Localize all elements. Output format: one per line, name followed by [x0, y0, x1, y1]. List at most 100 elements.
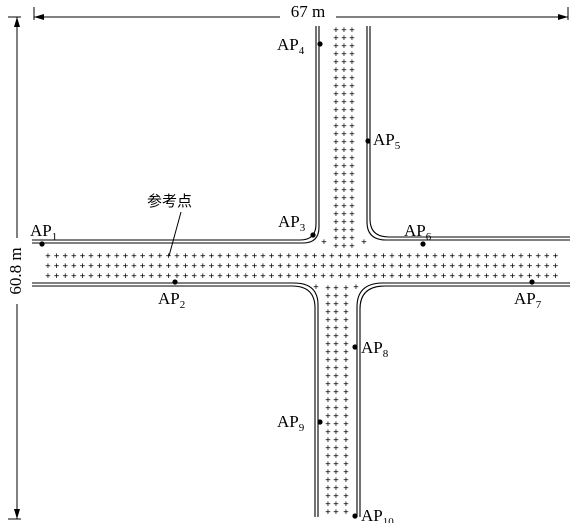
reference-point: + — [338, 252, 344, 262]
access-point-marker — [420, 241, 426, 247]
reference-point: + — [349, 66, 355, 76]
reference-point: + — [343, 332, 349, 342]
reference-point: + — [527, 272, 533, 282]
reference-point: + — [174, 272, 180, 282]
access-point-marker — [529, 279, 535, 285]
reference-point: + — [148, 252, 154, 262]
reference-point: + — [325, 396, 331, 406]
reference-point: + — [363, 272, 369, 282]
reference-point: + — [45, 262, 51, 272]
reference-point: + — [518, 262, 524, 272]
reference-point: + — [467, 252, 473, 262]
reference-point: + — [333, 90, 339, 100]
reference-point: + — [343, 404, 349, 414]
reference-point: + — [333, 146, 339, 156]
reference-point: + — [458, 252, 464, 262]
reference-point: + — [553, 252, 559, 262]
reference-point: + — [432, 262, 438, 272]
reference-point: + — [349, 34, 355, 44]
reference-point: + — [389, 272, 395, 282]
reference-point: + — [333, 476, 339, 486]
reference-point: + — [325, 308, 331, 318]
reference-point: + — [320, 262, 326, 272]
reference-point: + — [333, 436, 339, 446]
reference-point: + — [501, 262, 507, 272]
reference-point: + — [341, 58, 347, 68]
reference-point: + — [343, 372, 349, 382]
reference-point: + — [341, 34, 347, 44]
reference-point: + — [333, 420, 339, 430]
reference-point: + — [209, 252, 215, 262]
reference-point: + — [553, 262, 559, 272]
reference-point: + — [501, 252, 507, 262]
reference-point: + — [343, 284, 349, 294]
access-point-label: AP6 — [404, 221, 432, 243]
reference-point: + — [343, 436, 349, 446]
reference-point: + — [349, 242, 355, 252]
reference-point: + — [174, 262, 180, 272]
reference-point: + — [329, 262, 335, 272]
access-point: AP6 — [404, 221, 432, 247]
reference-point: + — [343, 364, 349, 374]
reference-point: + — [333, 162, 339, 172]
reference-point: + — [363, 262, 369, 272]
reference-point: + — [372, 262, 378, 272]
reference-point: + — [105, 272, 111, 282]
reference-point: + — [333, 372, 339, 382]
reference-point: + — [341, 50, 347, 60]
reference-point: + — [484, 252, 490, 262]
reference-point: + — [346, 262, 352, 272]
reference-point: + — [458, 262, 464, 272]
reference-point: + — [349, 194, 355, 204]
reference-point: + — [341, 234, 347, 244]
reference-point: + — [349, 114, 355, 124]
reference-point: + — [269, 272, 275, 282]
reference-point: + — [341, 114, 347, 124]
reference-point: + — [343, 396, 349, 406]
reference-point: + — [325, 372, 331, 382]
reference-point: + — [200, 252, 206, 262]
reference-point: + — [114, 252, 120, 262]
reference-point: + — [355, 262, 361, 272]
reference-point: + — [148, 272, 154, 282]
reference-point: + — [349, 234, 355, 244]
reference-point-label: 参考点 — [147, 192, 192, 210]
reference-point: + — [398, 262, 404, 272]
reference-point: + — [325, 444, 331, 454]
reference-point: + — [191, 252, 197, 262]
reference-point: + — [200, 262, 206, 272]
reference-point: + — [441, 252, 447, 262]
reference-point: + — [277, 262, 283, 272]
reference-point: + — [349, 202, 355, 212]
reference-point: + — [97, 272, 103, 282]
reference-point: + — [303, 252, 309, 262]
reference-point: + — [349, 98, 355, 108]
reference-point: + — [544, 272, 550, 282]
reference-point: + — [329, 252, 335, 262]
reference-point: + — [333, 82, 339, 92]
reference-point: + — [484, 262, 490, 272]
reference-point: + — [131, 262, 137, 272]
access-point: AP10 — [352, 506, 394, 528]
reference-point: + — [475, 252, 481, 262]
reference-point: + — [333, 444, 339, 454]
reference-point: + — [441, 272, 447, 282]
reference-point: + — [349, 122, 355, 132]
reference-point: + — [217, 252, 223, 262]
reference-point: + — [71, 252, 77, 262]
reference-point: + — [333, 66, 339, 76]
reference-point: + — [329, 272, 335, 282]
reference-point: + — [333, 284, 339, 294]
reference-point: + — [353, 283, 359, 293]
reference-point: + — [140, 272, 146, 282]
reference-point: + — [333, 428, 339, 438]
reference-point: + — [333, 26, 339, 36]
access-point: AP7 — [514, 279, 542, 311]
access-point: AP4 — [277, 35, 323, 57]
reference-point: + — [209, 262, 215, 272]
reference-point: + — [320, 272, 326, 282]
reference-point: + — [157, 262, 163, 272]
reference-point: + — [97, 262, 103, 272]
reference-point: + — [372, 252, 378, 262]
reference-point: + — [114, 262, 120, 272]
